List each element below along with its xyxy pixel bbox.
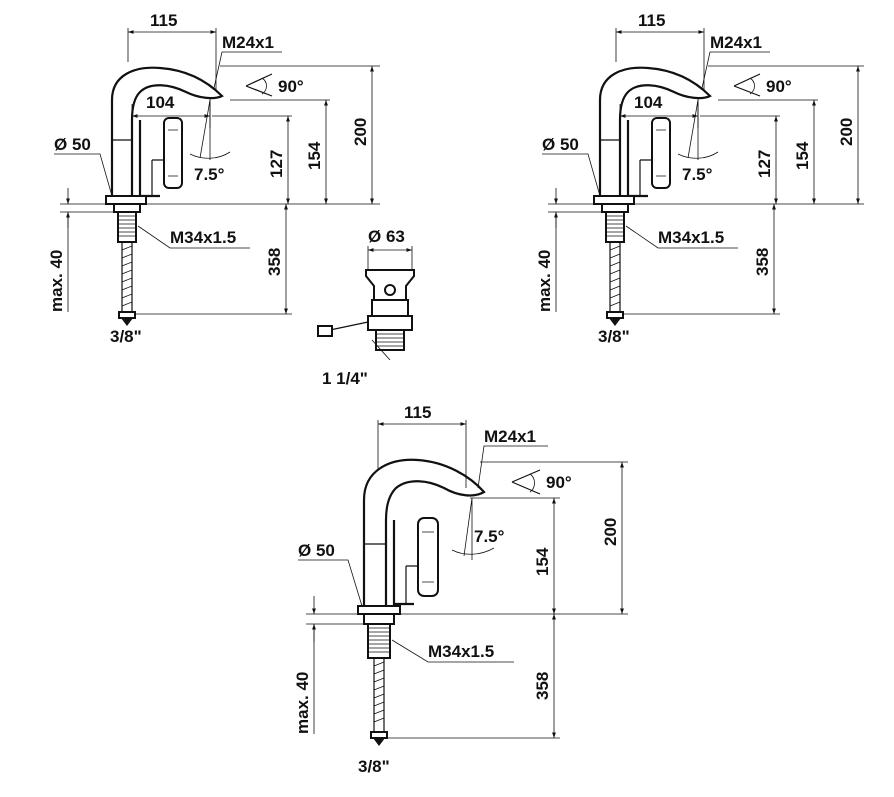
drain-drawing: Ø 63 1 1/4" — [317, 227, 415, 388]
dimension-heights: 127 154 200 — [634, 65, 864, 205]
label-height-200: 200 — [837, 118, 856, 146]
callout-thread-top: M24x1 — [477, 427, 548, 489]
shank-hose — [113, 203, 141, 326]
faucet-body — [105, 66, 224, 205]
label-height-127: 127 — [755, 150, 774, 178]
label-height-154: 154 — [793, 141, 812, 170]
dimension-height-358: 358 — [386, 614, 560, 739]
callout-diameter-50: Ø 50 — [542, 135, 601, 197]
dimension-max-40: max. 40 — [47, 188, 114, 312]
label-width-104: 104 — [146, 93, 175, 112]
angle-90-marker: 90° — [511, 469, 572, 495]
label-height-127: 127 — [267, 150, 286, 178]
angle-90-marker: 90° — [245, 73, 304, 97]
label-thread-top: M24x1 — [710, 33, 762, 52]
label-width-115: 115 — [404, 403, 431, 422]
faucet-drawing-a: 115 M24x1 90° 104 7.5° Ø 50 — [47, 11, 380, 346]
callout-thread-bottom: M34x1.5 — [625, 225, 738, 249]
label-height-358: 358 — [753, 248, 772, 276]
dimension-width-115: 115 — [615, 11, 705, 90]
label-thread-bottom: M34x1.5 — [658, 228, 724, 247]
label-drain-thread: 1 1/4" — [322, 369, 368, 388]
angle-90-marker: 90° — [733, 73, 792, 97]
angle-75-marker: 7.5° — [451, 497, 505, 560]
label-hose-end: 3/8" — [110, 327, 142, 346]
label-height-200: 200 — [351, 118, 370, 146]
dimension-heights: 154 200 — [400, 461, 628, 615]
label-height-154: 154 — [305, 141, 324, 170]
label-angle-75: 7.5° — [474, 527, 505, 546]
label-thread-bottom: M34x1.5 — [428, 642, 494, 661]
label-max-40: max. 40 — [293, 672, 312, 734]
label-angle-90: 90° — [766, 77, 792, 96]
label-width-104: 104 — [634, 93, 663, 112]
label-drain-diameter: Ø 63 — [368, 227, 405, 246]
label-thread-top: M24x1 — [222, 33, 274, 52]
faucet-drawing-b: 115 M24x1 90° 104 7.5° Ø 50 — [535, 11, 864, 346]
faucet-body — [357, 458, 486, 615]
dimension-heights: 127 154 200 — [146, 65, 380, 205]
label-width-115: 115 — [150, 11, 177, 30]
dimension-width-115: 115 — [377, 403, 467, 488]
label-height-358: 358 — [533, 672, 552, 700]
label-angle-75: 7.5° — [194, 165, 225, 184]
label-height-154: 154 — [533, 547, 552, 576]
label-angle-75: 7.5° — [682, 165, 713, 184]
callout-thread-top: M24x1 — [213, 33, 282, 89]
label-max-40: max. 40 — [535, 250, 554, 312]
dimension-max-40: max. 40 — [293, 596, 366, 734]
shank-hose — [363, 613, 395, 746]
label-height-358: 358 — [265, 248, 284, 276]
label-height-200: 200 — [601, 518, 620, 546]
callout-diameter-50: Ø 50 — [54, 135, 113, 197]
shank-hose — [601, 203, 629, 326]
label-hose-end: 3/8" — [598, 327, 630, 346]
label-hose-end: 3/8" — [358, 757, 390, 776]
label-thread-top: M24x1 — [484, 427, 536, 446]
dimension-height-358: 358 — [622, 204, 780, 315]
label-diameter-50: Ø 50 — [298, 541, 335, 560]
dimension-max-40: max. 40 — [535, 188, 602, 312]
label-thread-bottom: M34x1.5 — [170, 228, 236, 247]
dimension-height-358: 358 — [134, 204, 292, 315]
callout-thread-top: M24x1 — [701, 33, 770, 89]
label-diameter-50: Ø 50 — [54, 135, 91, 154]
callout-thread-bottom: M34x1.5 — [391, 639, 514, 663]
angle-75-marker: 7.5° — [677, 99, 719, 184]
faucet-drawing-c: 115 M24x1 90° 7.5° Ø 50 154 200 — [293, 403, 628, 776]
callout-thread-bottom: M34x1.5 — [137, 225, 250, 249]
label-diameter-50: Ø 50 — [542, 135, 579, 154]
dimension-width-115: 115 — [127, 11, 217, 90]
label-angle-90: 90° — [278, 77, 304, 96]
label-max-40: max. 40 — [47, 250, 66, 312]
label-width-115: 115 — [638, 11, 665, 30]
callout-diameter-50: Ø 50 — [298, 541, 363, 607]
label-angle-90: 90° — [546, 473, 572, 492]
angle-75-marker: 7.5° — [189, 99, 231, 184]
